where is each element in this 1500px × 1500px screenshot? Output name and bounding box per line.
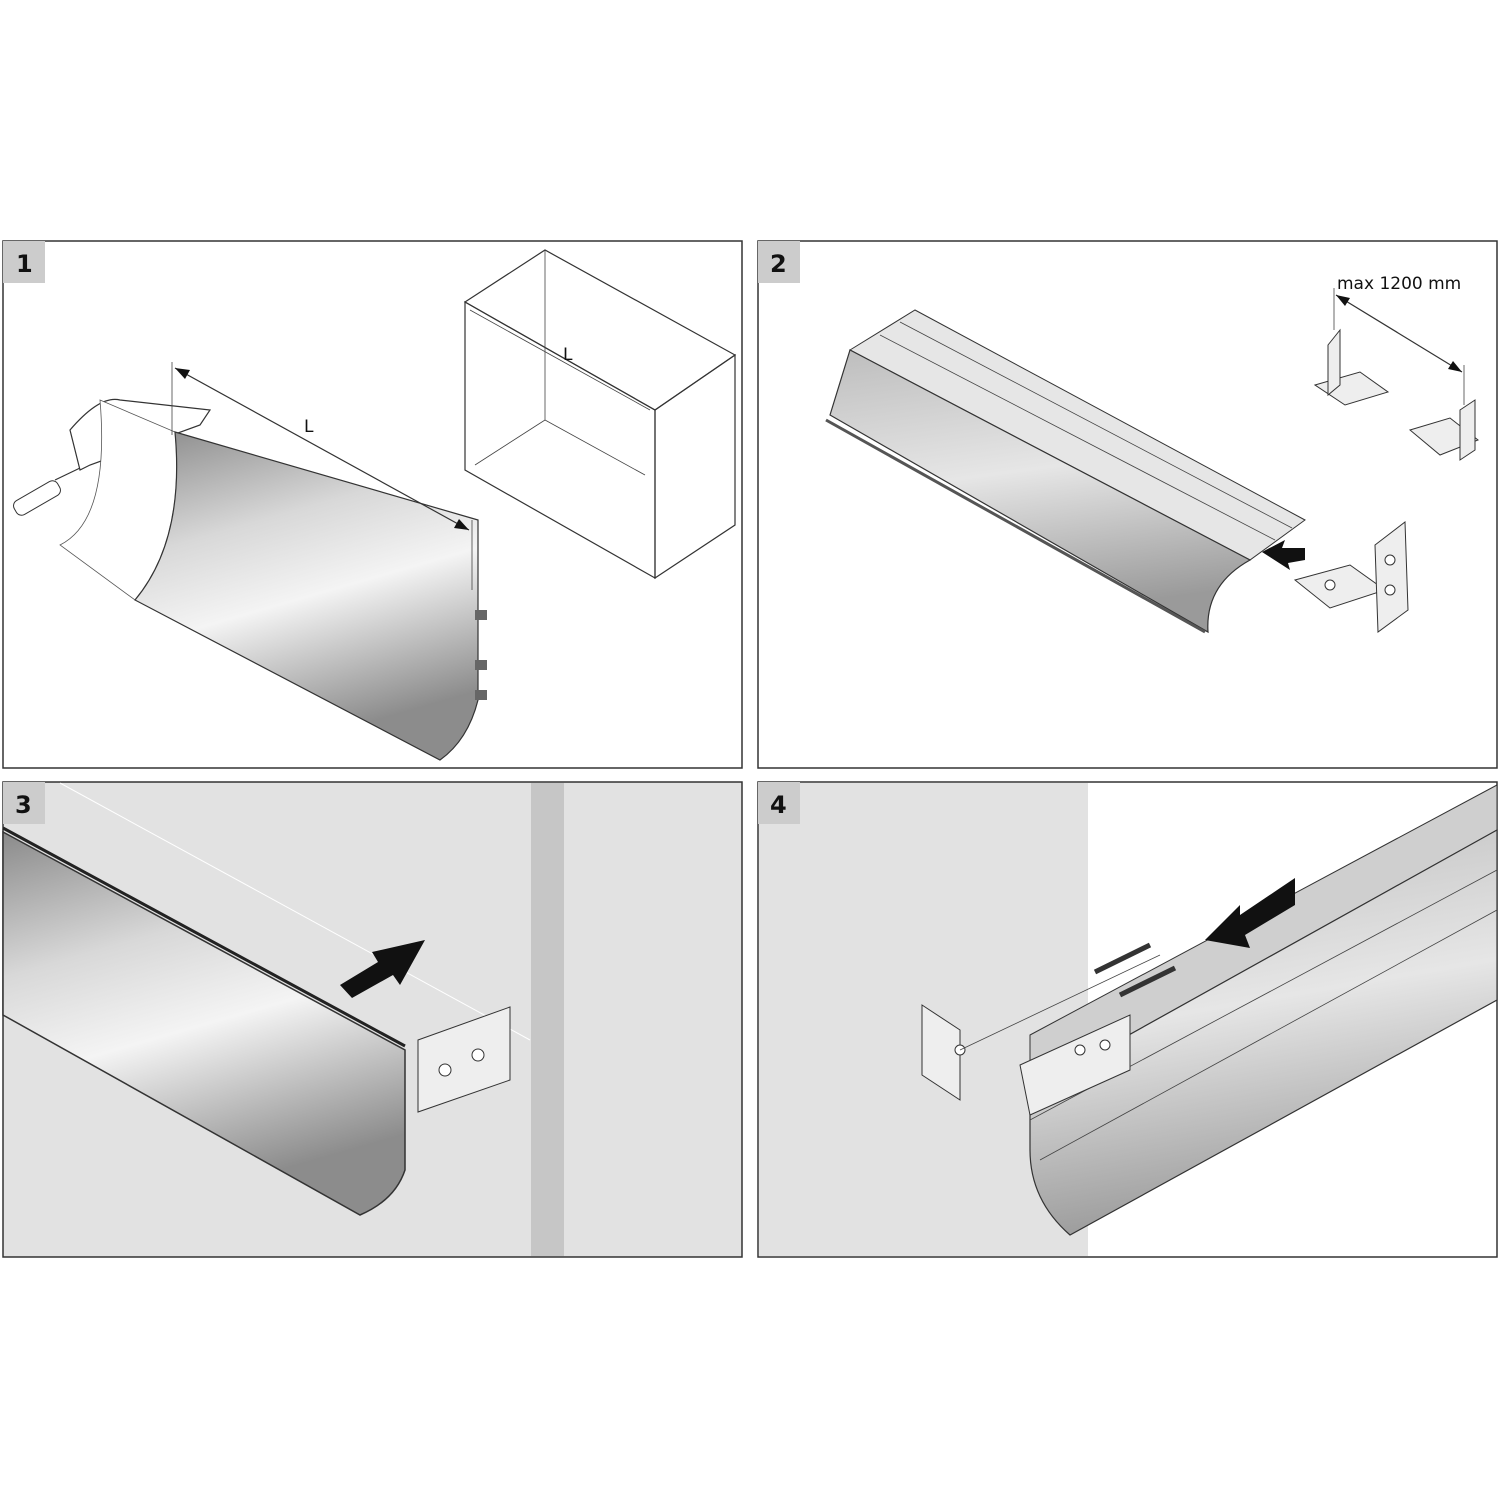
length-dimension [171, 362, 473, 590]
cabinet-side-wall [531, 783, 564, 1256]
cabinet-length-label: L [563, 345, 573, 365]
led-profile [2, 826, 406, 1216]
step-2-panel: 2 max 1200 mm [757, 240, 1498, 769]
led-profile [59, 399, 487, 761]
mounting-clip-icon [417, 1006, 511, 1113]
step-number: 2 [770, 250, 787, 278]
step-badge [758, 782, 800, 824]
led-profile [825, 309, 1306, 634]
step-number: 3 [15, 791, 32, 819]
mounting-clip-icon [921, 1004, 1131, 1116]
step-1-panel: 1 L [2, 240, 743, 769]
step-number: 4 [770, 791, 787, 819]
step-badge [758, 241, 800, 283]
step-badge [3, 782, 45, 824]
cabinet-illustration [463, 249, 737, 580]
screw-icon [959, 942, 1177, 1051]
step-4-panel: 4 [757, 781, 1498, 1258]
insert-arrow-icon [1262, 540, 1305, 570]
max-spacing-label: max 1200 mm [1337, 274, 1461, 294]
clip-spacing-illustration [1313, 288, 1479, 461]
hacksaw-icon [13, 398, 212, 516]
push-arrow-icon [340, 940, 425, 998]
mounting-clip-icon [1293, 521, 1409, 633]
step-3-panel: 3 [2, 781, 743, 1258]
slide-arrow-icon [1205, 878, 1295, 948]
step-number: 1 [16, 250, 33, 278]
profile-length-label: L [304, 417, 314, 437]
step-badge [3, 241, 45, 283]
